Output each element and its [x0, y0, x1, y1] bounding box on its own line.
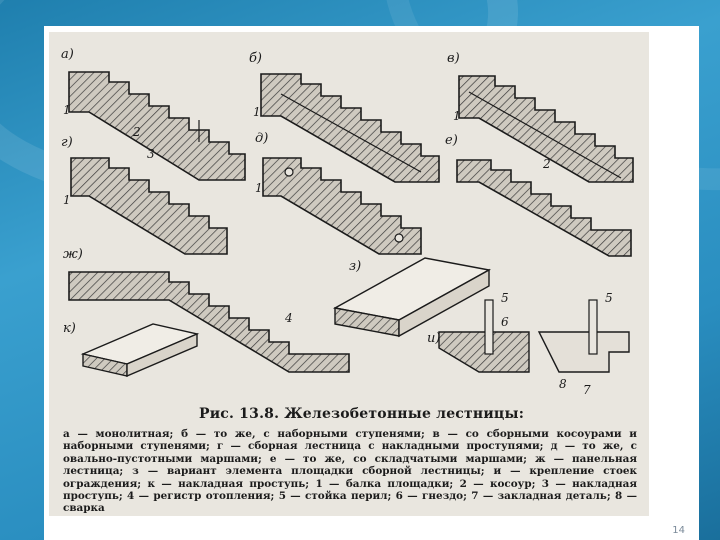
page-number: 14	[672, 525, 685, 536]
panel-label-i: и)	[427, 331, 440, 346]
panel-d-hollow-core-flights	[262, 157, 422, 255]
scanned-figure: а) 1 2 б) 1 в) 1 г) 3 1	[49, 32, 649, 516]
callout-v-1: 1	[453, 109, 461, 123]
callout-j-7: 7	[583, 383, 591, 397]
panel-label-v: в)	[447, 51, 460, 66]
panel-label-a: а)	[61, 47, 74, 62]
callout-g-1: 1	[63, 193, 71, 207]
callout-i-6: 6	[501, 315, 509, 329]
callout-j-8: 8	[559, 377, 567, 391]
panel-a-monolithic-stair	[68, 71, 246, 181]
figure-caption-title: Рис. 13.8. Железобетонные лестницы:	[199, 406, 525, 422]
panel-i-railing-fastening	[438, 299, 630, 373]
panel-label-zh: ж)	[63, 247, 83, 262]
panel-label-e: е)	[445, 133, 458, 148]
callout-d-1: 1	[255, 181, 263, 195]
callout-g-3: 3	[147, 147, 155, 161]
panel-label-d: д)	[255, 131, 268, 146]
callout-j-5: 5	[605, 291, 613, 305]
panel-k-precast-tread	[80, 323, 200, 378]
figure-caption-legend: а — монолитная; б — то же, с наборными с…	[63, 428, 637, 515]
slide-content: а) 1 2 б) 1 в) 1 г) 3 1	[44, 26, 699, 540]
callout-a-2: 2	[132, 125, 141, 139]
panel-label-z: з)	[349, 259, 361, 274]
panel-label-k: к)	[63, 321, 76, 336]
panel-z-landing-element	[332, 257, 492, 338]
panel-zh-panel-stair	[68, 271, 350, 373]
callout-a-1: 1	[63, 103, 71, 117]
panel-b-stair-with-set-steps	[260, 73, 440, 183]
callout-e-2: 2	[542, 157, 551, 171]
panel-e-folded-flights	[456, 159, 632, 257]
panel-v-precast-stringers	[458, 75, 634, 183]
panel-label-g: г)	[61, 135, 73, 150]
callout-zh-4: 4	[284, 311, 293, 325]
panel-label-b: б)	[249, 51, 262, 66]
panel-g-precast-with-treads	[70, 157, 228, 255]
stair-drawings: а) 1 2 б) 1 в) 1 г) 3 1	[61, 47, 634, 397]
callout-i-5: 5	[501, 291, 509, 305]
callout-b-1: 1	[253, 105, 261, 119]
